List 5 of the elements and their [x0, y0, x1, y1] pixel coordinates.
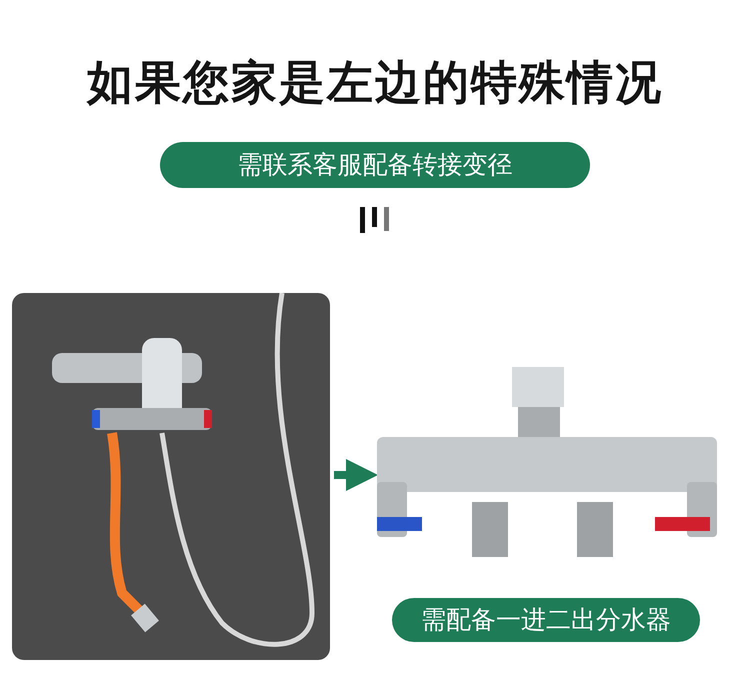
note-banner: 需联系客服配备转接变径 [160, 142, 590, 188]
arrow [334, 459, 378, 491]
faucet-photo-drawing [12, 293, 330, 660]
heading: 如果您家是左边的特殊情况 [86, 54, 664, 111]
note-banner: 需配备一进二出分水器 [392, 598, 700, 642]
